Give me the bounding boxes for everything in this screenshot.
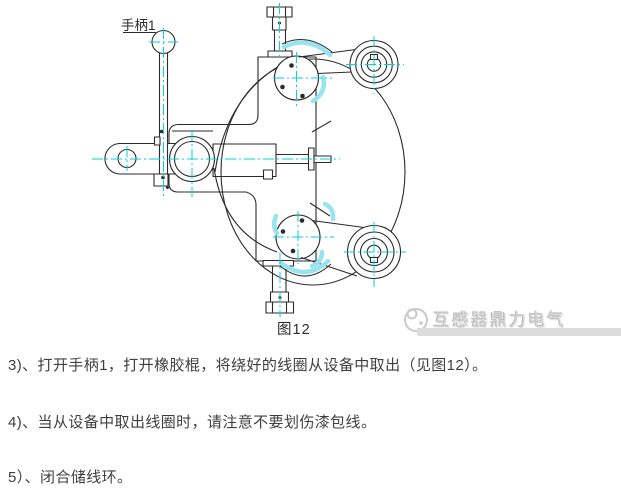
instruction-step-5: 5）、闭合储线环。 [8,469,133,486]
watermark-logo-icon [404,308,428,332]
coil-ring [213,38,406,286]
figure-caption: 图12 [277,322,311,338]
wire-upper [214,60,289,173]
figure-labels: 手柄1 图12 [121,18,311,338]
rubber-roller-highlights [272,40,336,275]
gearbox-lug [262,169,274,180]
flange-screws [280,63,305,254]
rod-step-block [153,136,161,146]
handle-label: 手柄1 [121,18,156,33]
divider-bar [417,328,621,336]
instruction-step-3: 3)、打开手柄1，打开橡胶棍，将绕好的线圈从设备中取出（见图12）。 [8,357,488,374]
small-screws [159,21,282,299]
centerlines [92,3,406,317]
rod-clamp-block [153,173,169,187]
watermark: 互感器鼎力电气 [401,301,616,335]
watermark-text: 互感器鼎力电气 [433,310,566,330]
machine-body [104,6,332,314]
belt-lines [298,48,365,277]
figure-12-technical-drawing: 手柄1 图12 [92,3,406,338]
wire-storage-ring [220,58,406,286]
wire-lower [213,167,278,253]
instruction-step-4: 4)、当从设备中取出线圈时，请注意不要划伤漆包线。 [8,414,377,431]
